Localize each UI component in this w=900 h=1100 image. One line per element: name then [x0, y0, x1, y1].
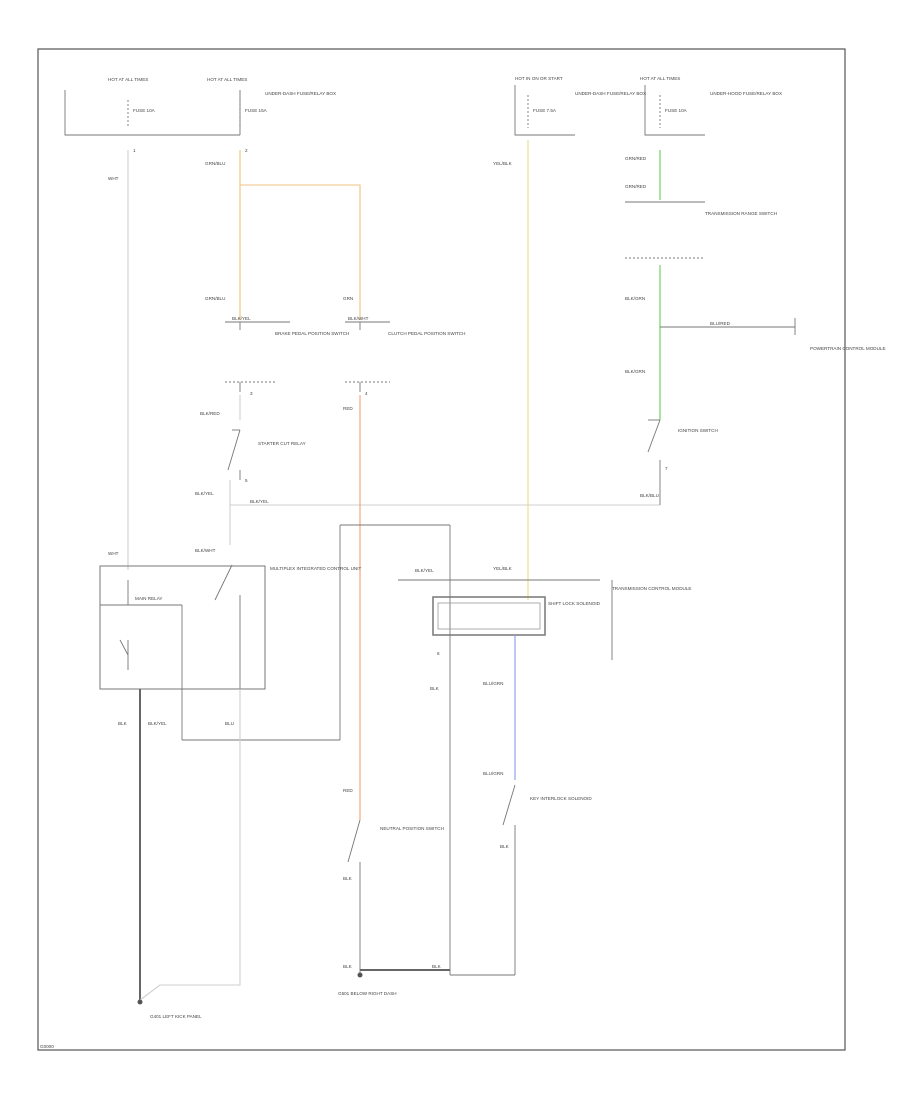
label-ipdm: MULTIPLEX INTEGRATED CONTROL UNIT: [270, 566, 361, 571]
ground-left-node: [137, 999, 143, 1005]
switch-block-right: [345, 321, 390, 392]
label-wire-yelblk-2: YEL/BLK: [493, 566, 513, 571]
label-key-interlock: KEY INTERLOCK SOLENOID: [530, 796, 592, 801]
label-pcm: POWERTRAIN CONTROL MODULE: [810, 346, 886, 351]
label-blk-key: BLK: [500, 844, 510, 849]
label-wire-grnblk: GRN/BLU: [205, 161, 225, 166]
label-blk-sol: BLK: [430, 686, 440, 691]
label-wire-yelblk: YEL/BLK: [493, 161, 513, 166]
main-relay-internals: [100, 524, 451, 975]
label-fuse-b: FUSE 15A: [245, 108, 268, 113]
label-starter-cut: STARTER CUT RELAY: [258, 441, 306, 446]
label-blkyel-top: BLK/YEL: [232, 316, 251, 321]
label-tcm: TRANSMISSION CONTROL MODULE: [612, 586, 691, 591]
label-grnred-2: GRN/RED: [625, 184, 647, 189]
label-clutch-switch: CLUTCH PEDAL POSITION SWITCH: [388, 331, 465, 336]
label-hot-at-all-times-1: HOT AT ALL TIMES: [108, 77, 148, 82]
ground-center-node: [357, 972, 363, 978]
label-blkblu: BLK/BLU: [640, 493, 659, 498]
switch-block-left: [225, 321, 290, 392]
wire-gray-ground-left: [139, 689, 241, 1001]
label-neutral-switch: NEUTRAL POSITION SWITCH: [380, 826, 444, 831]
label-blu-red: BLU/RED: [710, 321, 731, 326]
label-pin-7: 7: [665, 466, 668, 471]
label-fuse-d-desc: UNDER-HOOD FUSE/RELAY BOX: [710, 91, 782, 96]
label-wire-wht-2: WHT: [108, 551, 119, 556]
label-blkyel-bus: BLK/YEL: [415, 568, 434, 573]
label-wire-red-2: RED: [343, 788, 353, 793]
brake-position-switch-lower: [347, 819, 361, 975]
label-pin-a: 1: [133, 148, 136, 153]
label-range-switch: TRANSMISSION RANGE SWITCH: [705, 211, 777, 216]
label-blkgrn-2: BLK/GRN: [625, 369, 645, 374]
label-fuse-c: FUSE 7.5A: [533, 108, 557, 113]
label-blk-key-2: BLK: [432, 964, 442, 969]
wire-grn-orange: [239, 150, 361, 320]
label-blkwht-relay: BLK/WHT: [195, 548, 216, 553]
label-pin-4: 4: [365, 391, 368, 396]
diagram-frame: [37, 48, 846, 1051]
label-wire-red-1: RED: [343, 406, 353, 411]
label-pin-b: 2: [245, 148, 248, 153]
label-blk-relay: BLK: [118, 721, 128, 726]
label-pin-5: 5: [245, 478, 248, 483]
label-wire-grnblu-2: GRN/BLU: [205, 296, 225, 301]
starter-cut-switch: [227, 429, 241, 480]
label-grnred-1: GRN/RED: [625, 156, 647, 161]
label-ground-left: G401 LEFT KICK PANEL: [150, 1014, 202, 1019]
label-blk-lower-2: BLK: [343, 964, 353, 969]
label-blkyel-1: BLK/YEL: [195, 491, 214, 496]
label-brake-switch: BRAKE PEDAL POSITION SWITCH: [275, 331, 349, 336]
fuse-box-top-left: [64, 90, 241, 136]
label-wire-grn: GRN: [343, 296, 353, 301]
key-interlock-switch: [450, 784, 516, 976]
label-blkwht-top: BLK/WHT: [348, 316, 369, 321]
label-shift-lock: SHIFT LOCK SOLENOID: [548, 601, 601, 606]
label-ground-center: G501 BELOW RIGHT DASH: [338, 991, 397, 996]
label-wire-blugrn: BLU/GRN: [483, 681, 503, 686]
label-hot-at-all-times-3: HOT AT ALL TIMES: [640, 76, 680, 81]
range-switch-block: [625, 201, 705, 259]
label-hot-at-all-times-2: HOT AT ALL TIMES: [207, 77, 247, 82]
label-ignition-switch: IGNITION SWITCH: [678, 428, 718, 433]
shift-lock-inner: [437, 602, 541, 630]
footer-code: G0000: [40, 1044, 54, 1049]
label-wire-blugrn-2: BLU/GRN: [483, 771, 503, 776]
label-blk-lower: BLK: [343, 876, 353, 881]
label-fuse-c-desc: UNDER-DASH FUSE/RELAY BOX: [575, 91, 646, 96]
label-fuse-d: FUSE 10A: [665, 108, 688, 113]
label-pin-6: 6: [437, 651, 440, 656]
main-relay-box: [99, 565, 266, 690]
label-hot-in-on: HOT IN ON OR START: [515, 76, 563, 81]
label-wire-wht-1: WHT: [108, 176, 119, 181]
shift-lock-solenoid-box: [432, 596, 546, 636]
label-blkred: BLK/RED: [200, 411, 220, 416]
label-fuse-b-desc: UNDER-DASH FUSE/RELAY BOX: [265, 91, 336, 96]
label-blkgrn-1: BLK/GRN: [625, 296, 645, 301]
ignition-switch: [647, 419, 661, 505]
fuse-box-top-right: [514, 85, 705, 136]
label-blkyel-relay: BLK/YEL: [148, 721, 167, 726]
label-main-relay: MAIN RELAY: [135, 596, 162, 601]
label-fuse-a: FUSE 10A: [133, 108, 156, 113]
label-blu-relay: BLU: [225, 721, 234, 726]
label-blkyel-2: BLK/YEL: [250, 499, 269, 504]
label-pin-3: 3: [250, 391, 253, 396]
